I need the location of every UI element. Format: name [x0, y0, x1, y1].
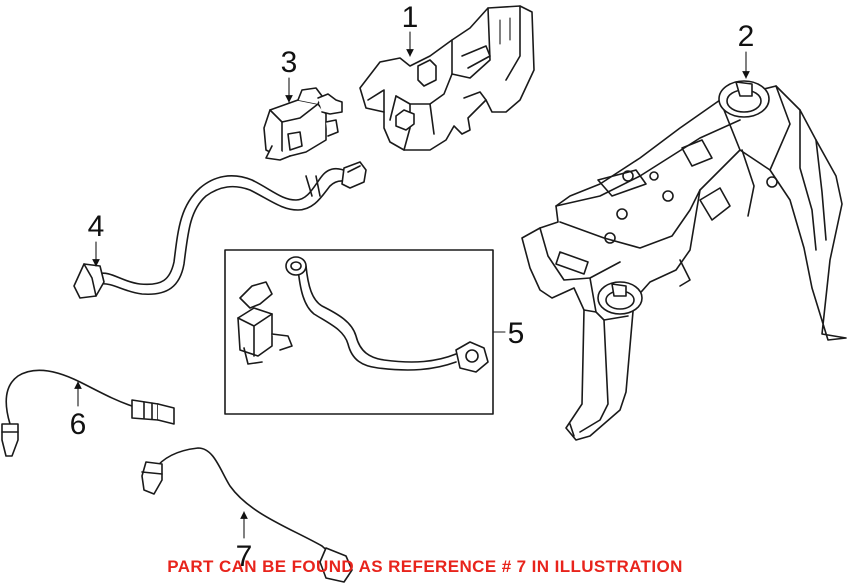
oxygen-sensor-downstream	[141, 447, 353, 583]
callout-number: 6	[70, 408, 87, 441]
callout-5: 5	[492, 317, 525, 350]
oxygen-sensor-upstream	[1, 369, 175, 457]
callout-number: 2	[738, 20, 755, 53]
callout-number: 4	[88, 210, 105, 243]
callout-6: 6	[70, 381, 87, 441]
charcoal-canister	[359, 5, 535, 151]
callout-number: 5	[508, 317, 525, 350]
callout-7: 7	[236, 511, 253, 573]
callout-1: 1	[402, 1, 419, 57]
callout-2: 2	[738, 20, 755, 79]
purge-valve	[263, 87, 343, 161]
vent-hose	[73, 161, 367, 299]
callout-4: 4	[88, 210, 105, 267]
part-5-group	[224, 249, 494, 415]
callout-number: 7	[236, 540, 253, 573]
reference-note: PART CAN BE FOUND AS REFERENCE # 7 IN IL…	[167, 557, 683, 576]
callout-number: 3	[281, 46, 298, 79]
callout-3: 3	[281, 46, 298, 103]
callout-number: 1	[402, 1, 419, 34]
canister-bracket	[521, 80, 847, 441]
